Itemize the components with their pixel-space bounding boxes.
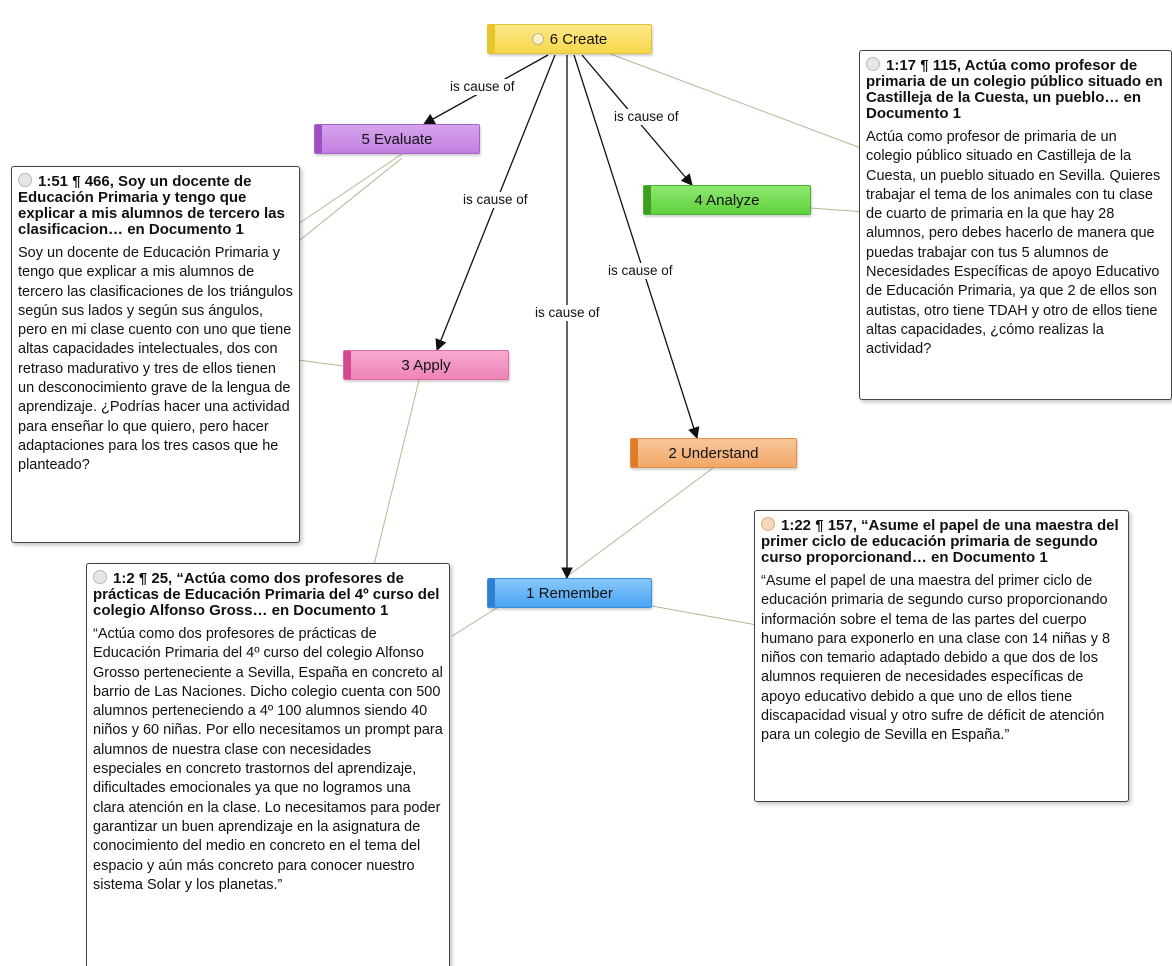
quotation-text: Actúa como profesor de primaria de un co… bbox=[866, 129, 1161, 358]
edge-label-create-analyze: is cause of bbox=[612, 109, 681, 125]
quotation-icon bbox=[93, 570, 107, 584]
edge-label-create-understand: is cause of bbox=[606, 263, 675, 279]
quotation-text: “Actúa como dos profesores de prácticas … bbox=[93, 626, 443, 893]
quotation-title: 1:22 ¶ 157, “Asume el papel de una maest… bbox=[761, 517, 1119, 566]
code-node-remember[interactable]: 1 Remember bbox=[487, 578, 652, 608]
quotation-node-1-17[interactable]: 1:17 ¶ 115, Actúa como profesor de prima… bbox=[859, 50, 1172, 400]
code-node-label: 4 Analyze bbox=[694, 191, 760, 209]
edge-label-create-apply: is cause of bbox=[461, 192, 530, 208]
link-create-q1-17 bbox=[599, 49, 867, 151]
edge-label-create-evaluate: is cause of bbox=[448, 79, 517, 95]
code-node-label: 3 Apply bbox=[401, 356, 451, 374]
code-node-apply[interactable]: 3 Apply bbox=[343, 350, 509, 380]
code-node-label: 6 Create bbox=[549, 30, 608, 48]
quotation-icon bbox=[18, 173, 32, 187]
code-node-label: 2 Understand bbox=[668, 444, 759, 462]
code-node-evaluate[interactable]: 5 Evaluate bbox=[314, 124, 480, 154]
quotation-title: 1:17 ¶ 115, Actúa como profesor de prima… bbox=[866, 57, 1163, 122]
link-apply-q1-51 bbox=[297, 359, 344, 367]
arrow-create-understand bbox=[573, 54, 700, 440]
quotation-text: “Asume el papel de una maestra del prime… bbox=[761, 573, 1111, 744]
code-node-analyze[interactable]: 4 Analyze bbox=[643, 185, 811, 215]
code-color-bar bbox=[644, 186, 651, 214]
link-apply-q1-2 bbox=[373, 379, 420, 566]
quotation-icon bbox=[761, 517, 775, 531]
code-color-bar bbox=[488, 579, 495, 607]
link-remember-q1-22 bbox=[651, 605, 758, 626]
link-remember-q1-2 bbox=[451, 605, 501, 637]
code-icon bbox=[531, 33, 544, 45]
quotation-node-1-51[interactable]: 1:51 ¶ 466, Soy un docente de Educación … bbox=[11, 166, 300, 543]
code-node-label: 1 Remember bbox=[526, 584, 613, 602]
quotation-title: 1:51 ¶ 466, Soy un docente de Educación … bbox=[18, 173, 285, 238]
code-color-bar bbox=[488, 25, 495, 53]
code-color-bar bbox=[315, 125, 322, 153]
quotation-title: 1:2 ¶ 25, “Actúa como dos profesores de … bbox=[93, 570, 440, 619]
link-evaluate-q1-51-a bbox=[294, 153, 403, 227]
code-node-understand[interactable]: 2 Understand bbox=[630, 438, 797, 468]
quotation-node-1-22[interactable]: 1:22 ¶ 157, “Asume el papel de una maest… bbox=[754, 510, 1129, 802]
quotation-text: Soy un docente de Educación Primaria y t… bbox=[18, 245, 293, 474]
code-color-bar bbox=[344, 351, 351, 379]
code-color-bar bbox=[631, 439, 638, 467]
quotation-node-1-2[interactable]: 1:2 ¶ 25, “Actúa como dos profesores de … bbox=[86, 563, 450, 966]
code-node-create[interactable]: 6 Create bbox=[487, 24, 652, 54]
link-analyze-q1-17 bbox=[809, 207, 867, 213]
link-understand-remember bbox=[564, 467, 714, 579]
code-node-label: 5 Evaluate bbox=[361, 130, 433, 148]
link-evaluate-q1-51-b bbox=[294, 157, 403, 245]
edge-label-create-remember: is cause of bbox=[533, 305, 602, 321]
quotation-icon bbox=[866, 57, 880, 71]
